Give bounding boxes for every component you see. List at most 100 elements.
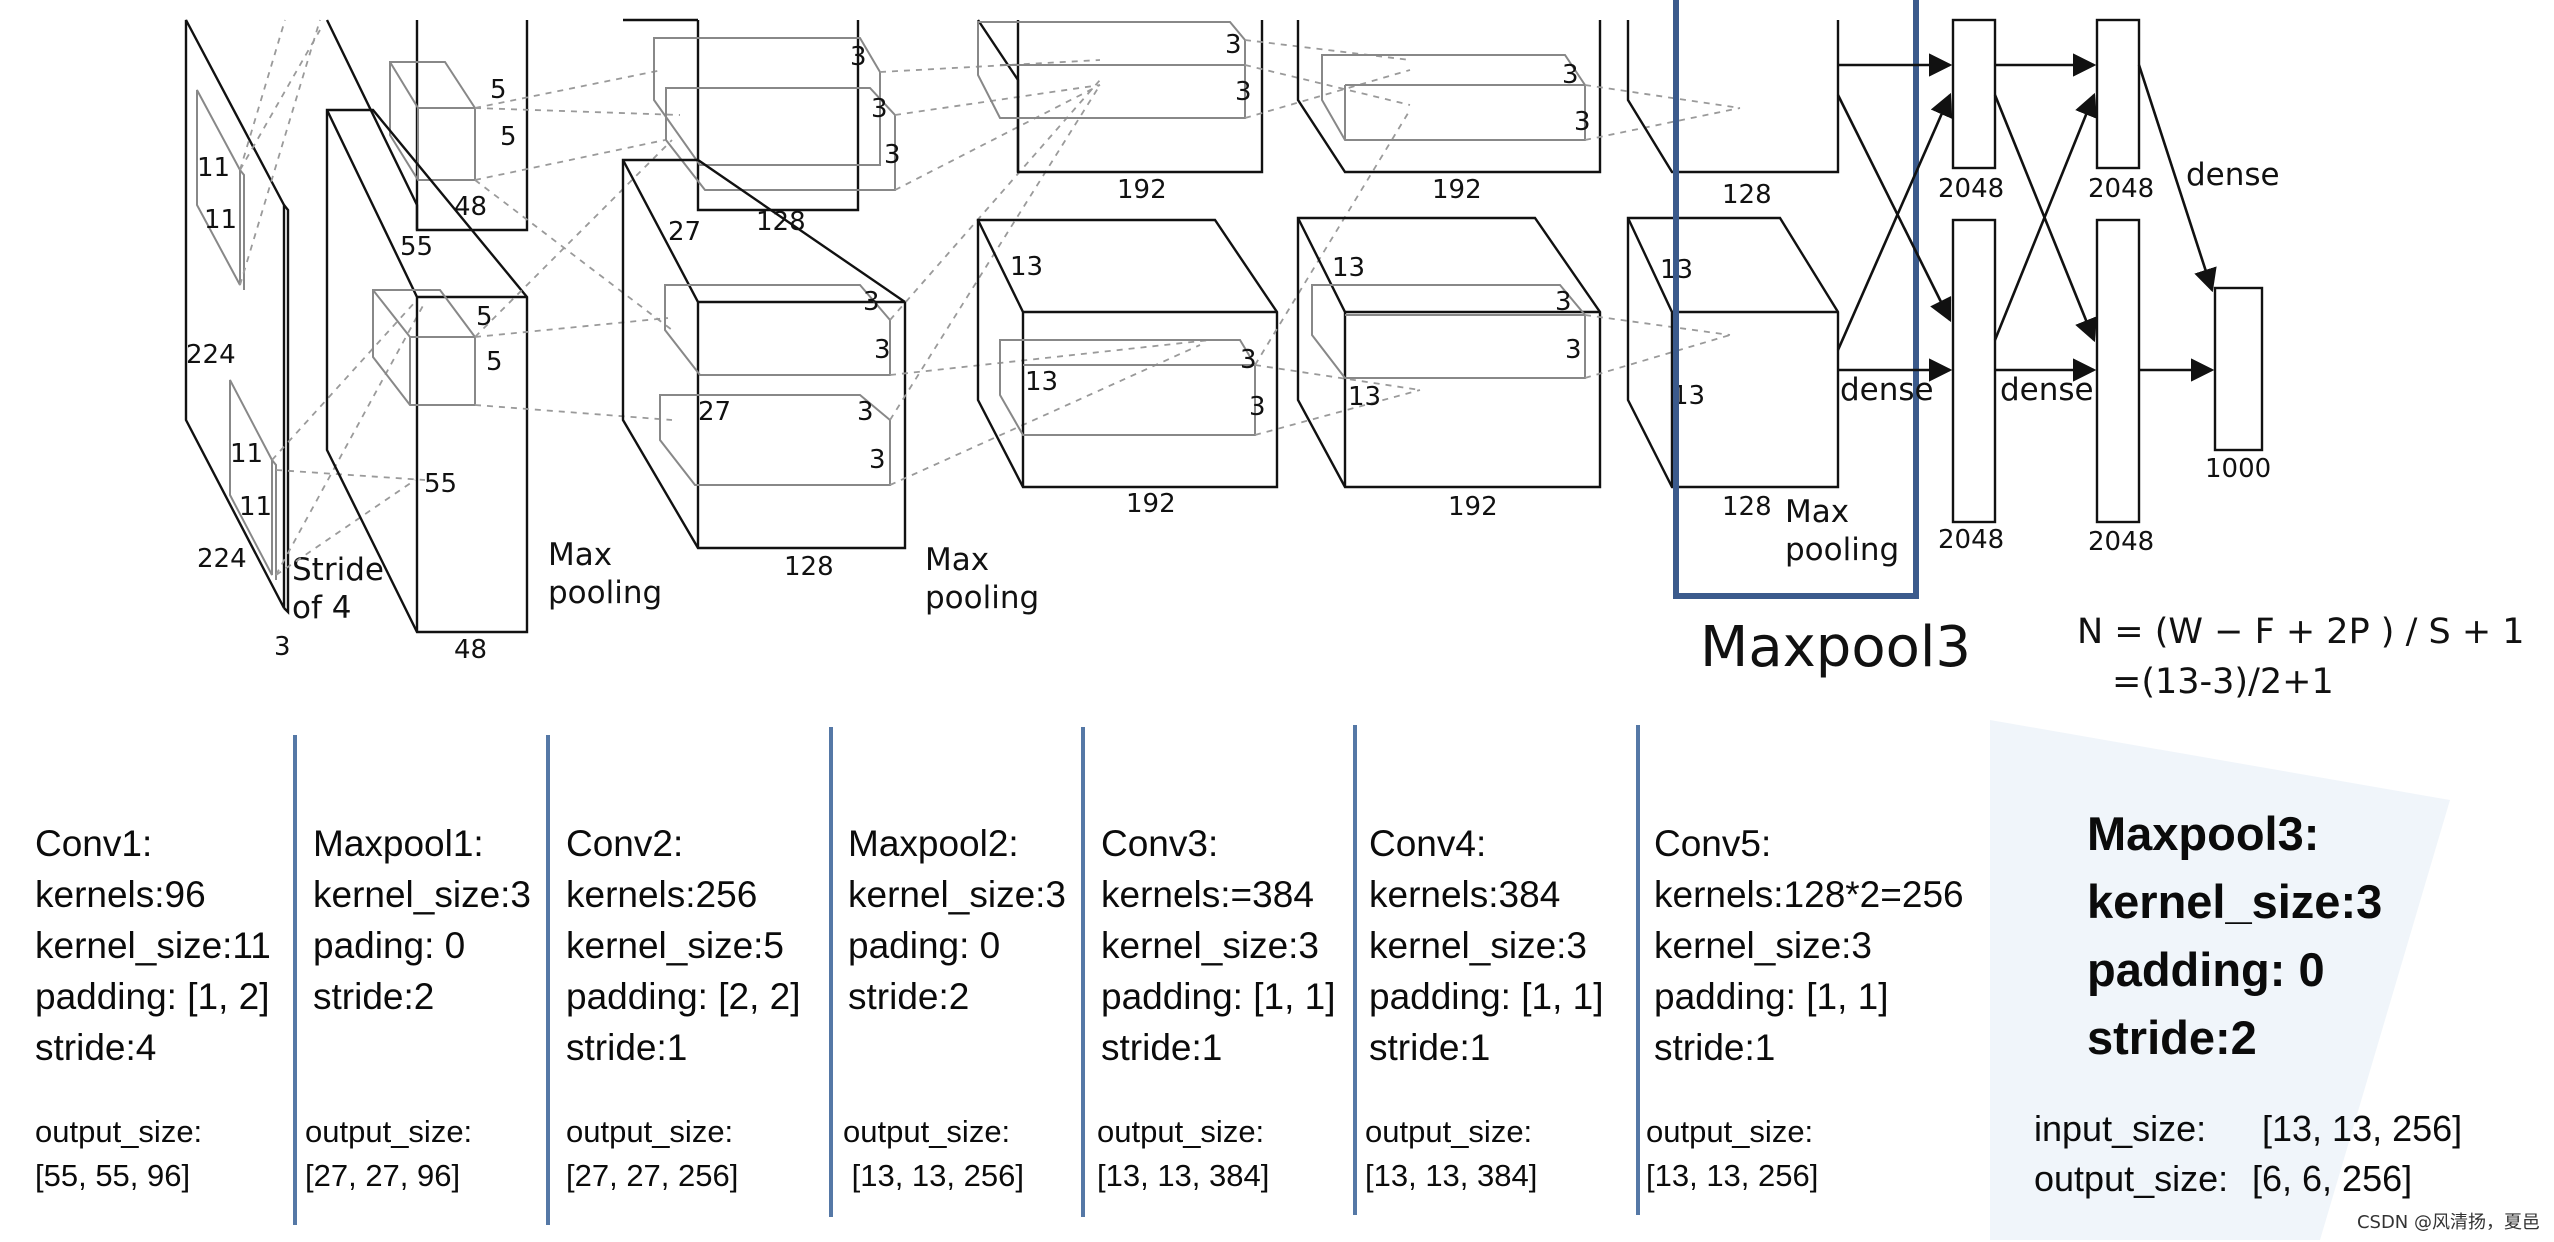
conv4-params: Conv4: kernels:384 kernel_size:3 padding… [1369,818,1604,1073]
dim-c2-c: 128 [784,552,834,582]
dim-k3f: 3 [857,397,874,427]
dim-c3-s2: 13 [1025,367,1058,397]
maxpool2-stride: stride:2 [848,976,970,1017]
dim-k3c: 3 [884,140,901,170]
maxpool3-padding: padding: 0 [2087,943,2325,996]
dim-k3: 3 [850,42,867,72]
conv3-padding: padding: [1, 1] [1101,976,1336,1017]
fc-layers: 2048 2048 2048 2048 1000 dense dense den… [1836,18,2280,557]
conv1-stride: stride:4 [35,1027,157,1068]
dim-k2d: 5 [486,347,503,377]
conv2-output-label: output_size: [566,1114,734,1149]
conv4-rays [1584,84,1741,379]
background-tint [1990,720,2450,1240]
dim-c4-c-top: 192 [1432,175,1482,205]
caption-maxpool-b1: Max [925,542,989,578]
conv4-stride: stride:1 [1369,1027,1491,1068]
maxpool1-stride: stride:2 [313,976,435,1017]
maxpool3-highlight-title: Maxpool3 [1700,615,1971,680]
fc1-bottom-bar [1951,218,1997,524]
conv3-params: Conv3: kernels:=384 kernel_size:3 paddin… [1101,818,1336,1073]
dim-c4-c: 192 [1448,492,1498,522]
dim-k4d: 3 [1249,392,1266,422]
conv1-kernel-size: kernel_size:11 [35,925,271,966]
dim-c1-s2: 55 [424,469,457,499]
conv5-layer: 128 13 13 128 Max pooling [1626,20,1899,568]
dim-fc2-b: 2048 [2088,527,2154,557]
maxpool1-padding: pading: 0 [313,925,466,966]
conv3-output-value: [13, 13, 384] [1097,1158,1270,1193]
conv5-params: Conv5: kernels:128*2=256 kernel_size:3 p… [1654,818,1964,1073]
maxpool2-output-label: output_size: [843,1114,1011,1149]
dim-k1: 11 [197,153,230,183]
caption-maxpool-a2: pooling [548,575,662,611]
separator-6 [1636,725,1640,1215]
conv5-output-value: [13, 13, 256] [1646,1158,1819,1193]
caption-dense-3: dense [2186,157,2280,193]
dim-in-w: 224 [186,340,236,370]
maxpool1-output-label: output_size: [305,1114,473,1149]
conv3-output-label: output_size: [1097,1114,1265,1149]
dim-c1-s: 55 [400,232,433,262]
input-rays [239,19,426,576]
dim-k5c: 3 [1555,287,1572,317]
caption-stride-2: of 4 [292,590,351,626]
separator-3 [829,727,833,1217]
dim-c4-s2: 13 [1348,382,1381,412]
caption-maxpool-c2: pooling [1785,532,1899,568]
conv5-kernel-size: kernel_size:3 [1654,925,1873,966]
dim-k5b: 3 [1574,107,1591,137]
output-bar [2213,286,2264,452]
dim-c5-c-top: 128 [1722,180,1772,210]
conv2-layer: 3 3 3 128 27 3 3 27 3 3 128 Max pooling [621,18,1039,616]
dim-c2-c-top: 128 [756,207,806,237]
maxpool2-output: output_size: [13, 13, 256] [843,1110,1024,1198]
conv1-output-value: [55, 55, 96] [35,1158,191,1193]
dim-c2-s2: 27 [698,397,731,427]
maxpool2-output-value: [13, 13, 256] [843,1158,1024,1193]
conv1-params: Conv1: kernels:96 kernel_size:11 padding… [35,818,271,1073]
dim-k3e: 3 [874,335,891,365]
conv4-kernel-size: kernel_size:3 [1369,925,1588,966]
maxpool2-title: Maxpool2: [848,823,1019,864]
conv2-kernel-size: kernel_size:5 [566,925,785,966]
maxpool3-input-row: input_size:[13, 13, 256] [2034,1104,2462,1154]
conv2-rays [879,59,1211,486]
dim-fc2-a: 2048 [2088,174,2154,204]
maxpool3-output-row: output_size:[6, 6, 256] [2034,1154,2462,1204]
dim-k2b: 5 [500,122,517,152]
dim-k1b: 11 [204,205,237,235]
dim-k1c: 11 [230,439,263,469]
separator-1 [293,735,297,1225]
conv2-title: Conv2: [566,823,684,864]
caption-dense-1: dense [1840,372,1934,408]
dim-k1d: 11 [239,492,272,522]
maxpool3-params: Maxpool3: kernel_size:3 padding: 0 strid… [2087,800,2382,1072]
dim-k4b: 3 [1235,77,1252,107]
conv4-output: output_size: [13, 13, 384] [1365,1110,1537,1198]
conv4-kernels: kernels:384 [1369,874,1561,915]
dim-c1-c: 48 [454,635,487,665]
fc2-bottom-bar [2095,218,2141,524]
caption-maxpool-b2: pooling [925,580,1039,616]
maxpool1-kernel-size: kernel_size:3 [313,874,532,915]
conv5-stride: stride:1 [1654,1027,1776,1068]
fc1-top-bar [1951,18,1997,170]
dim-k3b: 3 [871,94,888,124]
conv1-kernels: kernels:96 [35,874,206,915]
maxpool1-title: Maxpool1: [313,823,484,864]
conv1-padding: padding: [1, 2] [35,976,270,1017]
conv2-output: output_size: [27, 27, 256] [566,1110,738,1198]
conv3-rays [1244,39,1421,436]
dim-c3-c: 192 [1126,489,1176,519]
dim-k4: 3 [1225,30,1242,60]
fc2-top-bar [2095,18,2141,170]
dim-c5-c: 128 [1722,492,1772,522]
formula-line-2: =(13-3)/2+1 [2112,662,2334,702]
maxpool3-input-value: [13, 13, 256] [2262,1108,2463,1149]
watermark: CSDN @风清扬，夏邑 [2356,1212,2540,1233]
maxpool1-output-value: [27, 27, 96] [305,1158,461,1193]
dim-fc1-a: 2048 [1938,174,2004,204]
separator-5 [1353,725,1357,1215]
